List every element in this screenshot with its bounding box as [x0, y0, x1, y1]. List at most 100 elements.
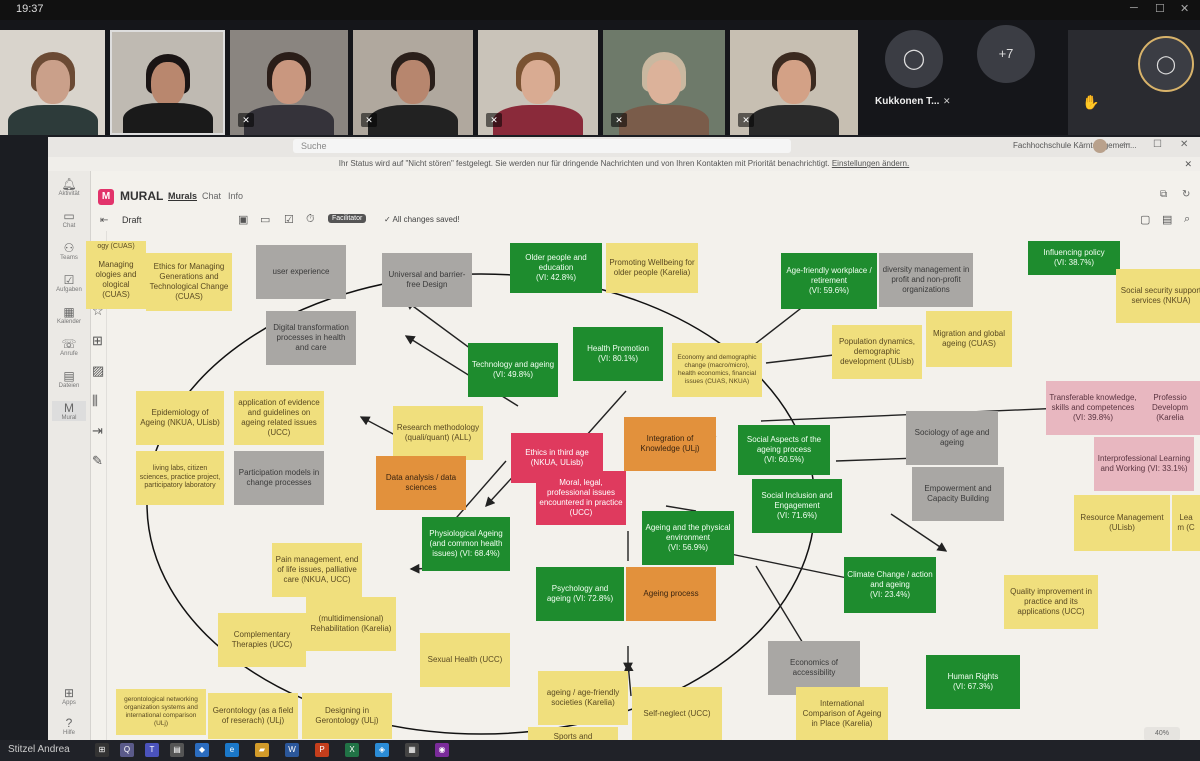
- sticky-note[interactable]: Sexual Health (UCC): [420, 633, 510, 687]
- app-icon[interactable]: ◆: [195, 743, 209, 757]
- sticky-note[interactable]: Population dynamics, demographic develop…: [832, 325, 922, 379]
- sticky-note[interactable]: Technology and ageing (VI: 49.8%): [468, 343, 558, 397]
- sticky-note[interactable]: Ethics for Managing Generations and Tech…: [146, 253, 232, 311]
- present-icon[interactable]: ▭: [260, 214, 271, 226]
- minimize-icon[interactable]: ─: [1130, 2, 1138, 14]
- upload-icon[interactable]: ⇥: [92, 423, 103, 438]
- sticky-note[interactable]: Migration and global ageing (CUAS): [926, 311, 1012, 367]
- self-video-tile[interactable]: ◯ ✋: [1068, 30, 1200, 135]
- sticky-note[interactable]: ogy (CUAS): [86, 241, 146, 253]
- tab-murals[interactable]: Murals: [168, 191, 198, 201]
- close-icon[interactable]: ✕: [1180, 139, 1189, 150]
- sticky-note[interactable]: (multidimensional) Rehabilitation (Karel…: [306, 597, 396, 651]
- facilitator-badge[interactable]: Facilitator: [328, 214, 367, 223]
- video-tile-kukkonen[interactable]: ◯ Kukkonen T... ✕: [863, 30, 965, 135]
- sticky-note[interactable]: Lea m (C: [1172, 495, 1200, 551]
- sticky-note[interactable]: Economics of accessibility: [768, 641, 860, 695]
- mural-canvas[interactable]: ogy (CUAS) Managing ologies and ological…: [86, 231, 1200, 747]
- sticky-note[interactable]: Designing in Gerontology (ULj): [302, 693, 392, 739]
- sticky-note[interactable]: Transferable knowledge, skills and compe…: [1046, 381, 1140, 435]
- sticky-note[interactable]: Climate Change / action and ageing (VI: …: [844, 557, 936, 613]
- close-icon[interactable]: ✕: [1180, 3, 1190, 15]
- sticky-note[interactable]: Pain management, end of life issues, pal…: [272, 543, 362, 597]
- grid-icon[interactable]: ⊞: [92, 333, 103, 348]
- zoom-indicator[interactable]: 40%: [1144, 727, 1180, 741]
- change-settings-link[interactable]: Einstellungen ändern.: [831, 159, 910, 168]
- sticky-note[interactable]: Quality improvement in practice and its …: [1004, 575, 1098, 629]
- avatar[interactable]: [1093, 139, 1107, 153]
- library-icon[interactable]: ⫼: [92, 393, 98, 408]
- app-icon[interactable]: Q: [120, 743, 134, 757]
- image-icon[interactable]: ▨: [92, 363, 105, 378]
- sticky-note[interactable]: Age-friendly workplace / retirement (VI:…: [781, 253, 877, 309]
- rail-item-teams[interactable]: ⚇Teams: [52, 241, 86, 261]
- folder-icon[interactable]: ▰: [255, 743, 269, 757]
- sticky-note[interactable]: Ageing and the physical environment (VI:…: [642, 511, 734, 565]
- sticky-note[interactable]: Universal and barrier-free Design: [382, 253, 472, 307]
- timer-icon[interactable]: ⏱: [306, 213, 315, 225]
- comments-icon[interactable]: ▢: [1140, 214, 1151, 226]
- sticky-note[interactable]: Epidemiology of Ageing (NKUA, ULisb): [136, 391, 224, 445]
- sticky-note[interactable]: Managing ologies and ological (CUAS): [86, 251, 146, 309]
- tab-chat[interactable]: Chat: [202, 191, 222, 201]
- rail-item-tasks[interactable]: ☑Aufgaben: [52, 273, 86, 293]
- star-icon[interactable]: ☆: [92, 303, 104, 318]
- video-tile[interactable]: ✕: [230, 30, 348, 135]
- sticky-note[interactable]: application of evidence and guidelines o…: [234, 391, 324, 445]
- sticky-note[interactable]: living labs, citizen sciences, practice …: [136, 451, 224, 505]
- sticky-note[interactable]: Interprofessional Learning and Working (…: [1094, 437, 1194, 491]
- edge-icon[interactable]: e: [225, 743, 239, 757]
- sticky-note[interactable]: Economy and demographic change (macro/mi…: [672, 343, 762, 397]
- sticky-note[interactable]: Complementary Therapies (UCC): [218, 613, 306, 667]
- sticky-note[interactable]: Digital transformation processes in heal…: [266, 311, 356, 365]
- sticky-note[interactable]: Participation models in change processes: [234, 451, 324, 505]
- sticky-note[interactable]: Physiological Ageing (and common health …: [422, 517, 510, 571]
- rail-item-activity[interactable]: 🔔︎Aktivität: [52, 177, 86, 197]
- popout-icon[interactable]: ⧉: [1160, 189, 1168, 200]
- word-icon[interactable]: W: [285, 743, 299, 757]
- sticky-note[interactable]: Empowerment and Capacity Building: [912, 467, 1004, 521]
- tab-info[interactable]: Info: [228, 191, 244, 201]
- minimize-icon[interactable]: ─: [1123, 139, 1131, 150]
- video-tile[interactable]: ✕: [478, 30, 598, 135]
- sticky-note[interactable]: Research methodology (quali/quant) (ALL): [393, 406, 483, 460]
- sticky-note[interactable]: Social security support services (NKUA): [1116, 269, 1200, 323]
- sticky-note[interactable]: Resource Management (ULisb): [1074, 495, 1170, 551]
- sticky-note[interactable]: Gerontology (as a field of reserach) (UL…: [208, 693, 298, 739]
- sticky-note[interactable]: user experience: [256, 245, 346, 299]
- rail-item-chat[interactable]: ▭Chat: [52, 209, 86, 229]
- overflow-participants-button[interactable]: +7: [977, 25, 1035, 83]
- sticky-note[interactable]: Sociology of age and ageing: [906, 411, 998, 465]
- sticky-note[interactable]: Health Promotion (VI: 80.1%): [573, 327, 663, 381]
- video-tile[interactable]: [110, 30, 225, 135]
- sticky-note[interactable]: Self-neglect (UCC): [632, 687, 722, 741]
- sticky-note[interactable]: Older people and education (VI: 42.8%): [510, 243, 602, 293]
- sticky-note[interactable]: diversity management in profit and non-p…: [879, 253, 973, 307]
- sticky-note[interactable]: Data analysis / data sciences: [376, 456, 466, 510]
- back-icon[interactable]: ⇤: [100, 215, 109, 226]
- app-icon[interactable]: ◉: [435, 743, 449, 757]
- maximize-icon[interactable]: ☐: [1153, 139, 1162, 150]
- outline-icon[interactable]: ▤: [1162, 214, 1173, 226]
- rail-item-calls[interactable]: ☏Anrufe: [52, 337, 86, 357]
- pen-icon[interactable]: ✎: [92, 453, 103, 468]
- comment-icon[interactable]: ▣: [238, 214, 249, 226]
- video-tile[interactable]: ✕: [603, 30, 725, 135]
- search-icon[interactable]: ⌕: [1184, 213, 1191, 225]
- video-tile[interactable]: ✕: [353, 30, 473, 135]
- close-icon[interactable]: ✕: [1184, 159, 1192, 169]
- app-icon[interactable]: ▦: [405, 743, 419, 757]
- start-icon[interactable]: ⊞: [95, 743, 109, 757]
- sticky-note[interactable]: Influencing policy (VI: 38.7%): [1028, 241, 1120, 275]
- sticky-note[interactable]: Promoting Wellbeing for older people (Ka…: [606, 243, 698, 293]
- search-input[interactable]: Suche: [293, 139, 791, 153]
- app-icon[interactable]: ▤: [170, 743, 184, 757]
- rail-item-calendar[interactable]: ▦Kalender: [52, 305, 86, 325]
- rail-item-files[interactable]: ▤Dateien: [52, 369, 86, 389]
- rail-item-help[interactable]: ?Hilfe: [52, 716, 86, 736]
- sticky-note[interactable]: Moral, legal, professional issues encoun…: [536, 471, 626, 525]
- excel-icon[interactable]: X: [345, 743, 359, 757]
- sticky-note[interactable]: Social Inclusion and Engagement (VI: 71.…: [752, 479, 842, 533]
- refresh-icon[interactable]: ↻: [1182, 189, 1191, 200]
